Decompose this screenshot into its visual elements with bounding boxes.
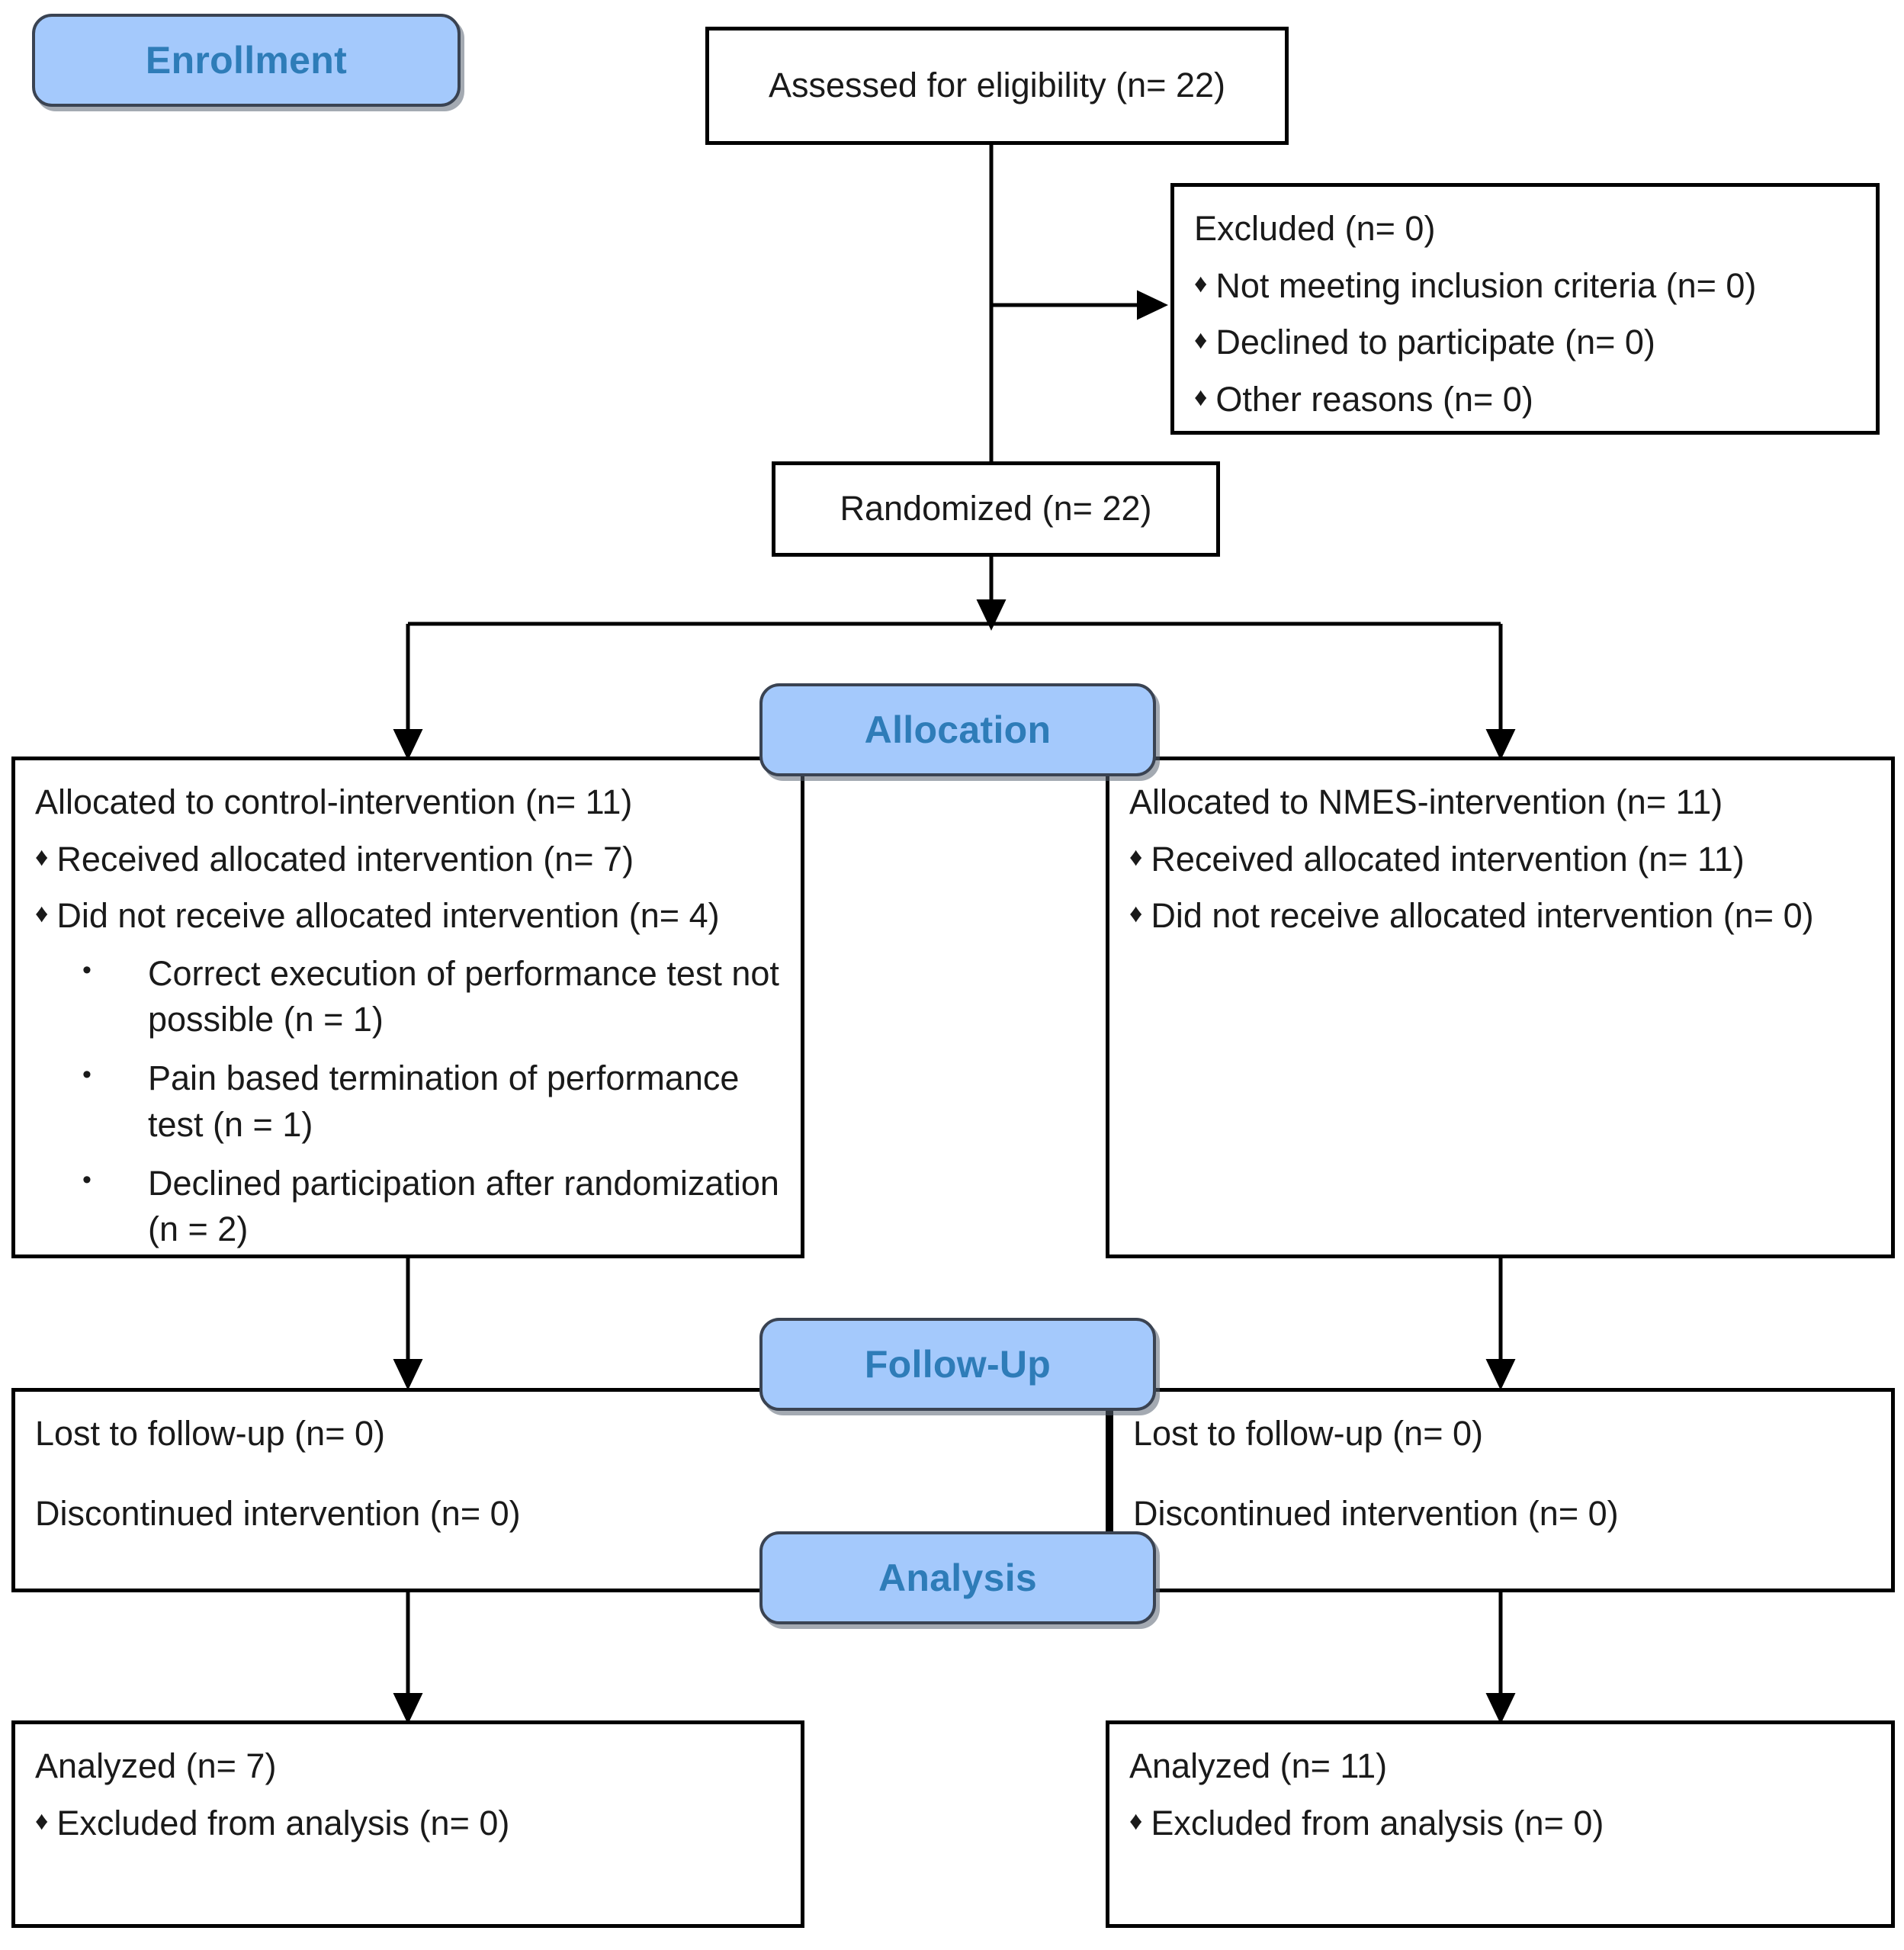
stage-badge-analysis: Analysis: [759, 1531, 1156, 1624]
round-bullet-icon: •: [82, 1165, 92, 1194]
diamond-bullet-icon: ♦: [35, 1806, 49, 1836]
allocation-control-subitem-label: Correct execution of performance test no…: [148, 953, 779, 1039]
allocation-nmes-item: ♦ Received allocated intervention (n= 11…: [1129, 837, 1871, 882]
followup-nmes-lost: Lost to follow-up (n= 0): [1133, 1414, 1483, 1453]
allocation-control-subitem-label: Pain based termination of performance te…: [148, 1059, 740, 1144]
followup-control-lost: Lost to follow-up (n= 0): [35, 1414, 385, 1453]
diamond-bullet-icon: ♦: [1194, 326, 1208, 355]
allocation-nmes-item-label: Received allocated intervention (n= 11): [1151, 839, 1745, 879]
stage-label-follow-up: Follow-Up: [864, 1343, 1052, 1386]
diamond-bullet-icon: ♦: [1194, 268, 1208, 298]
stage-badge-allocation: Allocation: [759, 683, 1156, 776]
box-randomized: Randomized (n= 22): [772, 461, 1220, 557]
allocation-nmes-item-label: Did not receive allocated intervention (…: [1151, 896, 1814, 935]
analysis-nmes-excluded: ♦ Excluded from analysis (n= 0): [1129, 1801, 1871, 1846]
round-bullet-icon: •: [82, 955, 92, 985]
followup-nmes-discontinued: Discontinued intervention (n= 0): [1133, 1493, 1619, 1533]
stage-badge-follow-up: Follow-Up: [759, 1318, 1156, 1411]
box-followup-nmes: Lost to follow-up (n= 0) Discontinued in…: [1109, 1388, 1895, 1592]
diamond-bullet-icon: ♦: [1194, 382, 1208, 412]
box-analysis-nmes: Analyzed (n= 11) ♦ Excluded from analysi…: [1106, 1720, 1895, 1928]
round-bullet-icon: •: [82, 1060, 92, 1089]
stage-badge-enrollment: Enrollment: [32, 14, 461, 107]
analysis-control-excluded: ♦ Excluded from analysis (n= 0): [35, 1801, 781, 1846]
excluded-item: ♦ Other reasons (n= 0): [1194, 377, 1856, 422]
box-allocation-nmes: Allocated to NMES-intervention (n= 11) ♦…: [1106, 757, 1895, 1258]
allocation-control-subitem: • Declined participation after randomiza…: [82, 1161, 781, 1254]
diamond-bullet-icon: ♦: [1129, 899, 1143, 928]
allocation-nmes-heading: Allocated to NMES-intervention (n= 11): [1129, 782, 1723, 821]
spacer: [35, 1457, 1086, 1492]
allocation-control-subitem-label: Declined participation after randomizati…: [148, 1163, 779, 1249]
allocation-control-subitem: • Pain based termination of performance …: [82, 1055, 781, 1148]
analysis-nmes-excluded-label: Excluded from analysis (n= 0): [1151, 1803, 1604, 1842]
followup-control-discontinued: Discontinued intervention (n= 0): [35, 1493, 521, 1533]
allocation-control-item-label: Received allocated intervention (n= 7): [56, 839, 634, 879]
box-analysis-control: Analyzed (n= 7) ♦ Excluded from analysis…: [11, 1720, 804, 1928]
analysis-nmes-analyzed: Analyzed (n= 11): [1129, 1746, 1388, 1785]
diamond-bullet-icon: ♦: [1129, 1806, 1143, 1836]
box-assessed-for-eligibility: Assessed for eligibility (n= 22): [705, 27, 1289, 145]
spacer: [1133, 1457, 1871, 1492]
allocation-control-item-label: Did not receive allocated intervention (…: [56, 896, 720, 935]
excluded-item-label: Other reasons (n= 0): [1215, 379, 1533, 419]
analysis-control-excluded-label: Excluded from analysis (n= 0): [56, 1803, 510, 1842]
excluded-item: ♦ Not meeting inclusion criteria (n= 0): [1194, 264, 1856, 309]
stage-label-allocation: Allocation: [864, 708, 1052, 751]
box-allocation-control: Allocated to control-intervention (n= 11…: [11, 757, 804, 1258]
stage-label-enrollment: Enrollment: [145, 39, 348, 82]
diamond-bullet-icon: ♦: [35, 899, 49, 928]
excluded-item-label: Not meeting inclusion criteria (n= 0): [1215, 265, 1757, 305]
excluded-item-label: Declined to participate (n= 0): [1215, 323, 1655, 361]
allocation-control-item: ♦ Did not receive allocated intervention…: [35, 894, 781, 939]
allocation-nmes-item: ♦ Did not receive allocated intervention…: [1129, 894, 1871, 939]
analysis-control-analyzed: Analyzed (n= 7): [35, 1746, 277, 1785]
diamond-bullet-icon: ♦: [1129, 842, 1143, 872]
assessed-for-eligibility-text: Assessed for eligibility (n= 22): [768, 66, 1226, 105]
diamond-bullet-icon: ♦: [35, 842, 49, 872]
randomized-text: Randomized (n= 22): [840, 489, 1152, 528]
excluded-item: ♦ Declined to participate (n= 0): [1194, 320, 1856, 365]
allocation-control-subitem: • Correct execution of performance test …: [82, 951, 781, 1044]
allocation-control-heading: Allocated to control-intervention (n= 11…: [35, 782, 633, 821]
excluded-heading: Excluded (n= 0): [1194, 209, 1436, 248]
box-excluded: Excluded (n= 0) ♦ Not meeting inclusion …: [1170, 183, 1880, 435]
stage-label-analysis: Analysis: [878, 1556, 1038, 1599]
allocation-control-item: ♦ Received allocated intervention (n= 7): [35, 837, 781, 882]
